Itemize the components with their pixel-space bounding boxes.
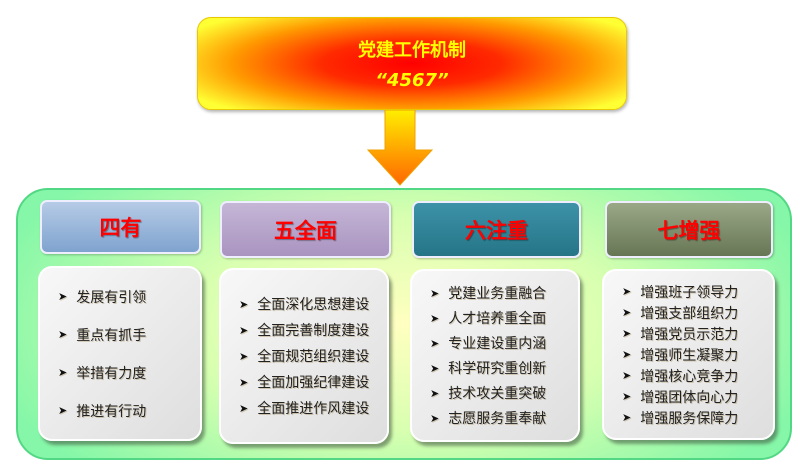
column-header: 四有 xyxy=(40,200,201,254)
bullet-arrow-icon: ➤ xyxy=(239,323,249,337)
list-item: ➤ 科学研究重创新 xyxy=(430,358,578,378)
column-header: 五全面 xyxy=(220,201,391,258)
bullet-arrow-icon: ➤ xyxy=(430,286,440,300)
list-item: ➤ 技术攻关重突破 xyxy=(430,383,578,403)
bullet-arrow-icon: ➤ xyxy=(430,336,440,350)
list-item-text: 增强党员示范力 xyxy=(640,326,739,343)
bullet-arrow-icon: ➤ xyxy=(622,285,632,298)
bullet-arrow-icon: ➤ xyxy=(622,306,632,319)
bullet-arrow-icon: ➤ xyxy=(239,349,249,363)
bullet-arrow-icon: ➤ xyxy=(430,386,440,400)
list-item: ➤ 全面完善制度建设 xyxy=(239,320,387,340)
column-list: ➤ 增强班子领导力 ➤ 增强支部组织力 ➤ 增强党员示范力 ➤ 增强师生凝聚力 ➤ 增强核心竞争力… xyxy=(602,269,775,440)
list-item: ➤ 全面推进作风建设 xyxy=(239,398,387,418)
list-item-text: 党建业务重融合 xyxy=(448,286,547,302)
list-item-text: 增强团体向心力 xyxy=(640,389,739,406)
column-header: 六注重 xyxy=(412,201,581,258)
bullet-arrow-icon: ➤ xyxy=(239,297,249,311)
list-item-text: 全面完善制度建设 xyxy=(257,323,370,339)
list-item-text: 志愿服务重奉献 xyxy=(448,411,547,427)
list-item: ➤ 增强支部组织力 xyxy=(622,303,773,323)
column-list: ➤ 党建业务重融合 ➤ 人才培养重全面 ➤ 专业建设重内涵 ➤ 科学研究重创新 ➤ 技术攻关重突破… xyxy=(410,269,580,442)
list-item-text: 全面规范组织建设 xyxy=(257,349,370,365)
list-item-text: 发展有引领 xyxy=(76,289,147,306)
list-item-text: 增强支部组织力 xyxy=(640,305,739,322)
list-item: ➤ 党建业务重融合 xyxy=(430,283,578,303)
bullet-arrow-icon: ➤ xyxy=(622,369,632,382)
list-item: ➤ 增强师生凝聚力 xyxy=(622,345,773,365)
list-item-text: 增强核心竞争力 xyxy=(640,368,739,385)
list-item-text: 科学研究重创新 xyxy=(448,361,547,377)
list-item: ➤ 人才培养重全面 xyxy=(430,308,578,328)
bullet-arrow-icon: ➤ xyxy=(622,411,632,424)
column-list: ➤ 全面深化思想建设 ➤ 全面完善制度建设 ➤ 全面规范组织建设 ➤ 全面加强纪律建设 ➤ 全面推… xyxy=(219,268,389,444)
bullet-arrow-icon: ➤ xyxy=(430,361,440,375)
bullet-arrow-icon: ➤ xyxy=(622,390,632,403)
list-item: ➤ 全面深化思想建设 xyxy=(239,294,387,314)
list-item-text: 技术攻关重突破 xyxy=(448,386,547,402)
title-line1: 党建工作机制 xyxy=(358,40,466,61)
list-item: ➤ 增强团体向心力 xyxy=(622,387,773,407)
title-line2: “4567” xyxy=(375,70,449,91)
list-item: ➤ 增强班子领导力 xyxy=(622,282,773,302)
bullet-arrow-icon: ➤ xyxy=(622,348,632,361)
list-item: ➤ 增强服务保障力 xyxy=(622,408,773,428)
list-item-text: 全面深化思想建设 xyxy=(257,297,370,313)
bullet-arrow-icon: ➤ xyxy=(622,327,632,340)
list-item-text: 专业建设重内涵 xyxy=(448,336,547,352)
bullet-arrow-icon: ➤ xyxy=(430,411,440,425)
bullet-arrow-icon: ➤ xyxy=(58,404,68,417)
list-item-text: 增强师生凝聚力 xyxy=(640,347,739,364)
list-item-text: 增强班子领导力 xyxy=(640,284,739,301)
bullet-arrow-icon: ➤ xyxy=(58,290,68,303)
bullet-arrow-icon: ➤ xyxy=(239,375,249,389)
title-box: 党建工作机制 “4567” xyxy=(197,17,627,110)
list-item: ➤ 专业建设重内涵 xyxy=(430,333,578,353)
list-item-text: 全面加强纪律建设 xyxy=(257,375,370,391)
column-header: 七增强 xyxy=(605,201,773,258)
list-item: ➤ 全面加强纪律建设 xyxy=(239,372,387,392)
list-item: ➤ 重点有抓手 xyxy=(58,325,200,345)
list-item: ➤ 增强党员示范力 xyxy=(622,324,773,344)
list-item: ➤ 举措有力度 xyxy=(58,363,200,383)
list-item: ➤ 发展有引领 xyxy=(58,287,200,307)
list-item: ➤ 志愿服务重奉献 xyxy=(430,408,578,428)
list-item-text: 人才培养重全面 xyxy=(448,311,547,327)
list-item: ➤ 推进有行动 xyxy=(58,401,200,421)
down-arrow-icon xyxy=(366,110,434,186)
bullet-arrow-icon: ➤ xyxy=(239,401,249,415)
list-item-text: 增强服务保障力 xyxy=(640,410,739,427)
column-list: ➤ 发展有引领 ➤ 重点有抓手 ➤ 举措有力度 ➤ 推进有行动 xyxy=(38,266,202,441)
list-item-text: 举措有力度 xyxy=(76,365,147,382)
list-item-text: 重点有抓手 xyxy=(76,327,147,344)
list-item-text: 推进有行动 xyxy=(76,403,147,420)
bullet-arrow-icon: ➤ xyxy=(58,328,68,341)
list-item: ➤ 增强核心竞争力 xyxy=(622,366,773,386)
bullet-arrow-icon: ➤ xyxy=(430,311,440,325)
list-item: ➤ 全面规范组织建设 xyxy=(239,346,387,366)
bullet-arrow-icon: ➤ xyxy=(58,366,68,379)
list-item-text: 全面推进作风建设 xyxy=(257,401,370,417)
